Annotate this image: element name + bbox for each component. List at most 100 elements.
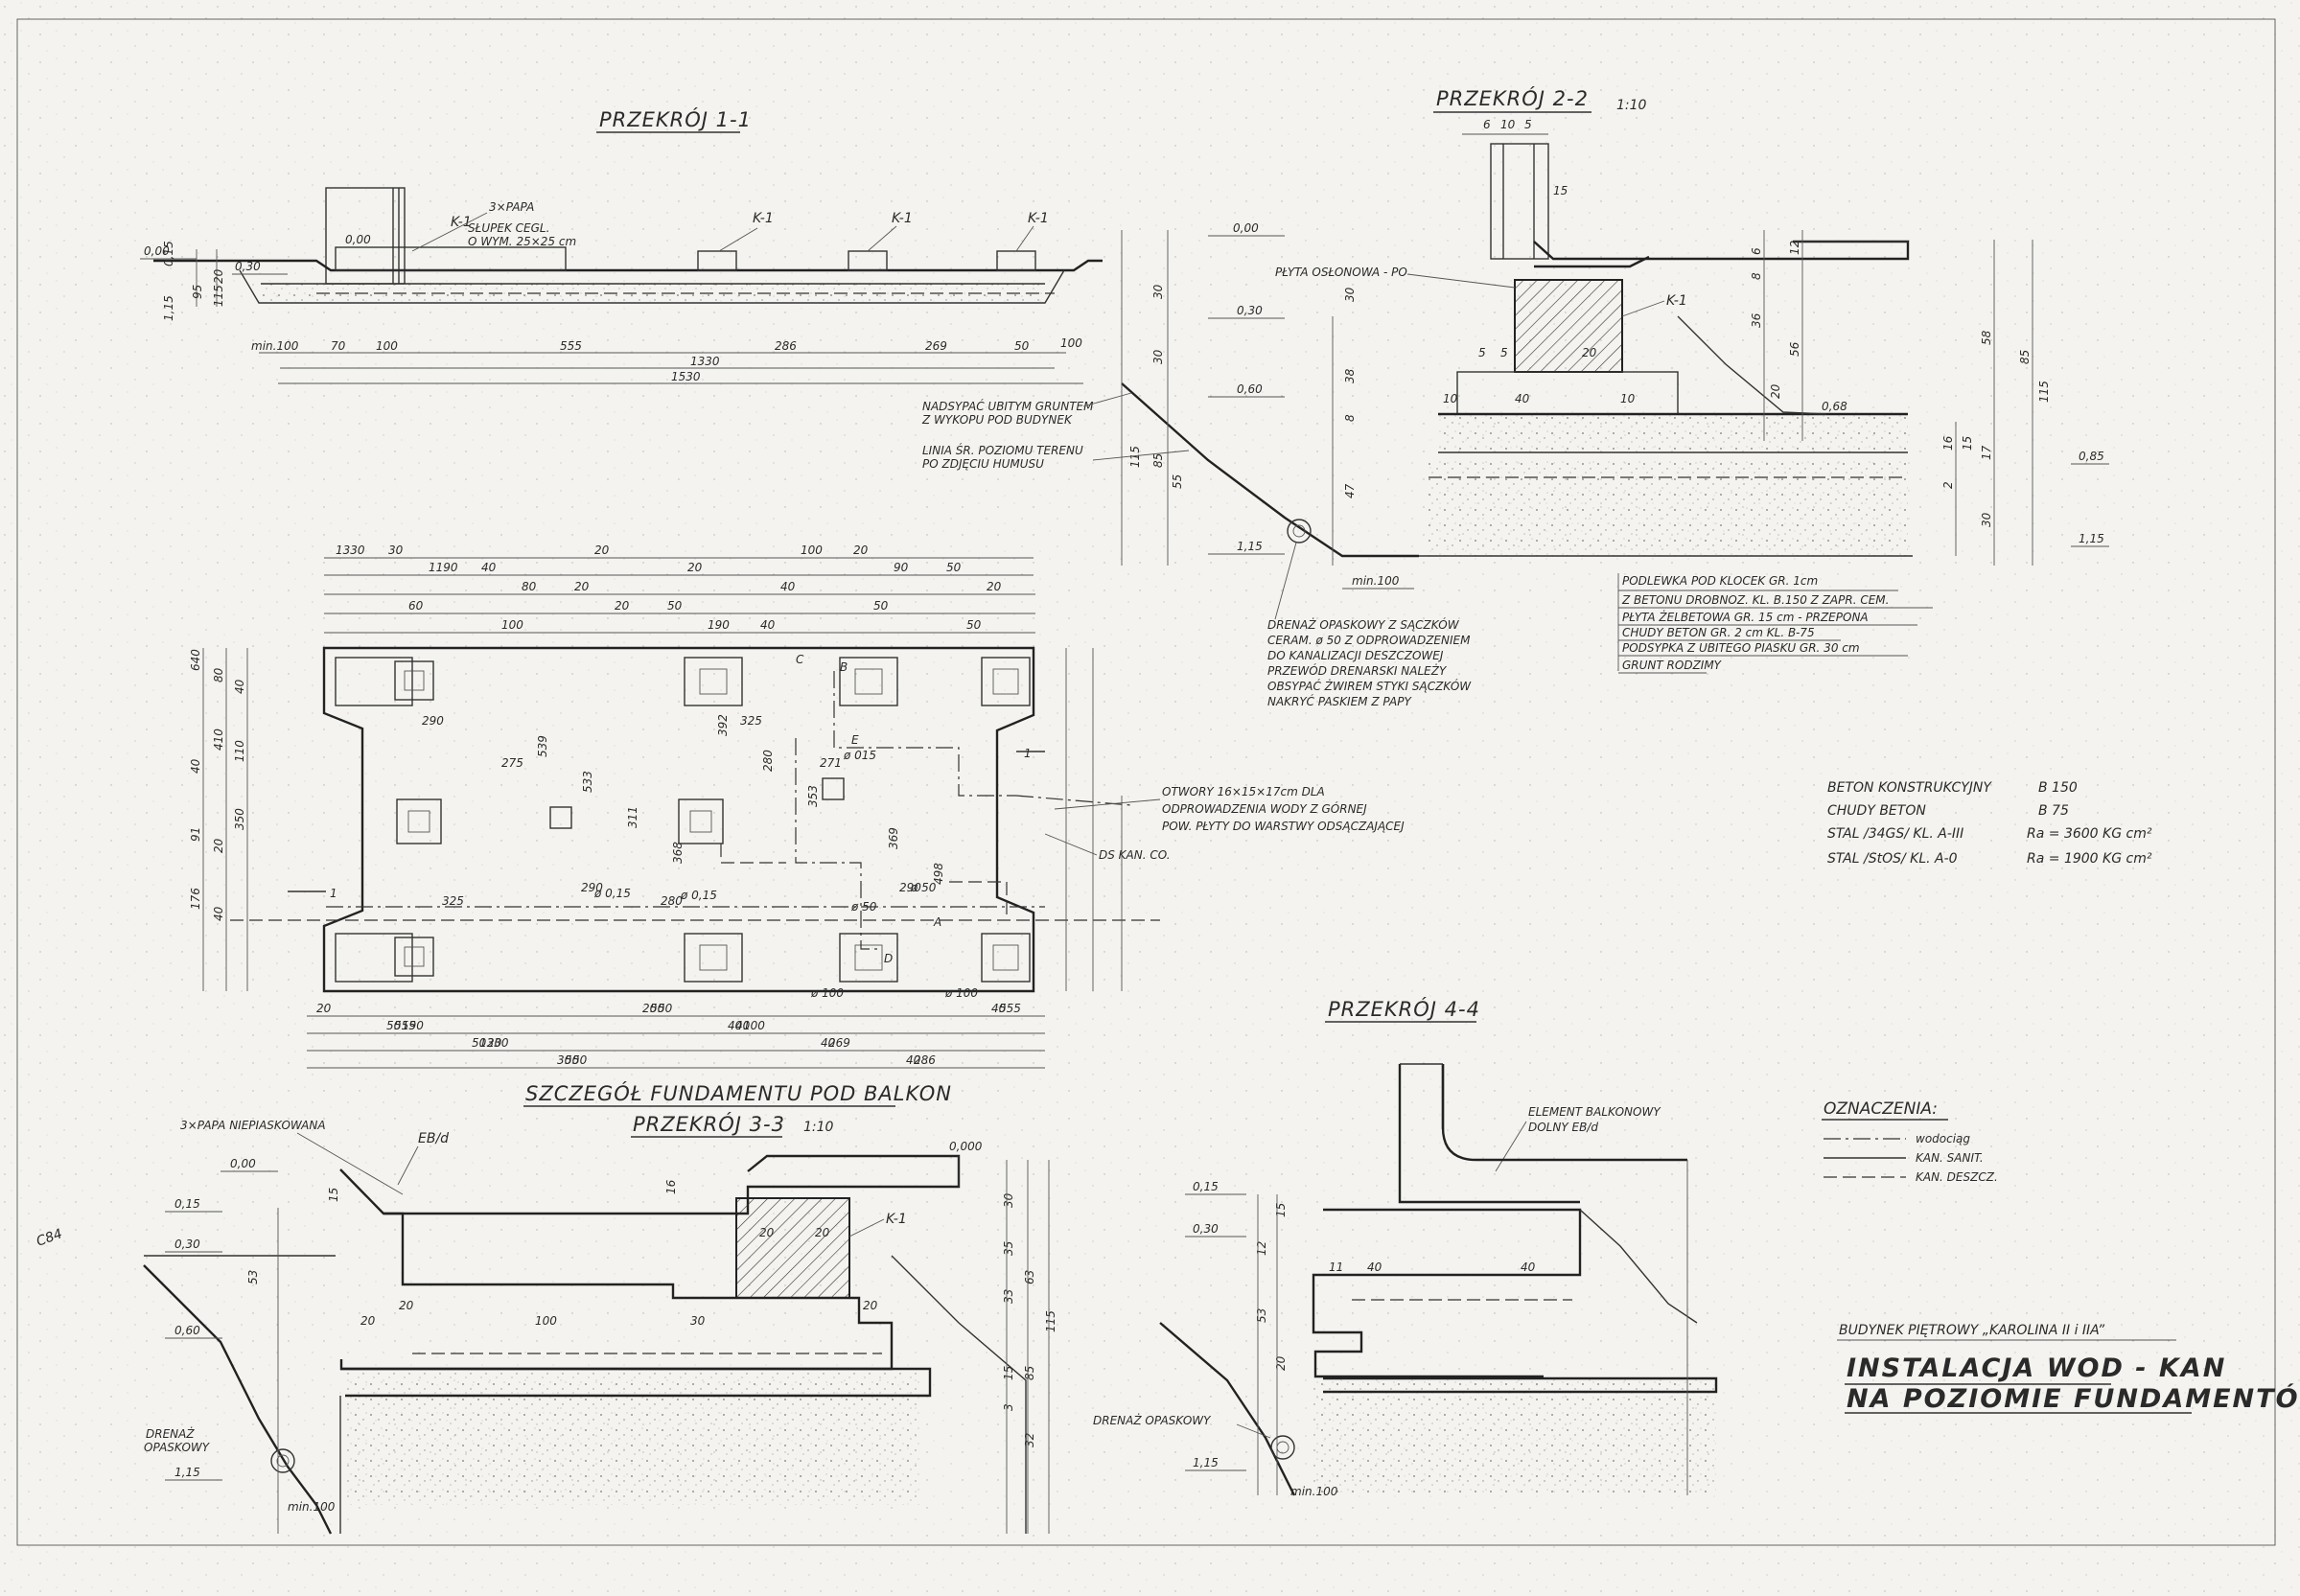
plan-label-6: E — [851, 733, 859, 747]
plan-title: SZCZEGÓŁ FUNDAMENTU POD BALKON — [525, 1081, 952, 1105]
plan-dim-in-3: 280 — [661, 894, 683, 908]
s22-v-18: 2 — [1941, 481, 1955, 489]
plan-dim-top-7: 20 — [987, 580, 1002, 593]
plan-dim-in-7: 325 — [442, 894, 464, 908]
plan-dim-in-4: 325 — [740, 714, 762, 728]
section-3-3: PRZEKRÓJ 3-3 1:10 3×PAPA NIEPIASKOWANA E… — [143, 1112, 1057, 1535]
s11-k1-a: K-1 — [451, 215, 472, 230]
legend-item-0: wodociąg — [1916, 1132, 1970, 1145]
s11-level-0: 0,00 — [144, 244, 170, 258]
s22-v-9: 36 — [1750, 312, 1763, 328]
s11-dim-5: 269 — [925, 339, 947, 353]
s11-vdim-2: 115 — [212, 285, 225, 307]
s33-dim-12: 33 — [1002, 1289, 1015, 1304]
s33-dim-3: 20 — [759, 1226, 775, 1239]
s44-dim-4: 53 — [1255, 1308, 1268, 1323]
plan-dim-v-0: 640 — [189, 649, 202, 671]
s44-dim-1: 40 — [1367, 1261, 1382, 1274]
section-4-4: PRZEKRÓJ 4-4 ELEMENT BALKONOWY DOLNY EB/… — [1093, 997, 1718, 1498]
plan-dim-bottom-3: 50 — [572, 1053, 588, 1067]
s22-v-16: 17 — [1980, 445, 1993, 460]
plan-dim-bottom-10: 1330 — [479, 1036, 509, 1050]
s22-v-1: 30 — [1151, 349, 1165, 364]
section-1-1-title: PRZEKRÓJ 1-1 — [599, 107, 752, 131]
section-2-2: PRZEKRÓJ 2-2 1:10 6 10 5 15 K-1 PŁYTA — [1121, 86, 2109, 590]
legend: OZNACZENIA: wodociąg KAN. SANIT. KAN. DE… — [1822, 1099, 1998, 1184]
plan-dim-bottom-14: 40 — [821, 1036, 836, 1050]
plan-dim-bottom-6: 269 — [828, 1036, 850, 1050]
s44-dim-6: 12 — [1255, 1241, 1268, 1256]
plan-dim-in-13: 368 — [671, 842, 685, 864]
plan-dim-in-11: 533 — [581, 771, 594, 793]
plan-dim-v-6: 91 — [189, 827, 202, 842]
s44-element-1: ELEMENT BALKONOWY — [1528, 1105, 1661, 1119]
material-1-name: CHUDY BETON — [1827, 803, 1926, 819]
material-1-value: B 75 — [2038, 803, 2069, 819]
s22-v-6: 8 — [1343, 414, 1357, 422]
plan-dim-top-5: 100 — [801, 544, 823, 557]
s33-eb: EB/d — [418, 1131, 449, 1146]
s11-k1-d: K-1 — [1028, 211, 1049, 226]
s22-v-15: 16 — [1941, 435, 1955, 451]
material-2-value: Ra = 3600 KG cm² — [2027, 826, 2152, 842]
title-block: BUDYNEK PIĘTROWY „KAROLINA II i IIA” INS… — [1837, 1323, 2300, 1414]
plan-label-11: ø 0,15 — [593, 887, 631, 900]
s11-dim-1: 70 — [331, 339, 346, 353]
plan-dim-bottom-4: 50 — [658, 1002, 673, 1015]
note-kan: DS KAN. CO. — [1099, 848, 1171, 862]
plan-dim-bottom-0: 20 — [316, 1002, 332, 1015]
plan-label-4: C — [796, 653, 804, 666]
foundation-plan-labels: 1330119080201901009020601002020405050304… — [189, 544, 1032, 1067]
s22-level-5: 0,85 — [2079, 450, 2104, 463]
s33-dim-19: 3 — [1002, 1403, 1015, 1411]
s33-dim-16: 85 — [1023, 1366, 1036, 1380]
s33-level-1: 0,15 — [174, 1197, 200, 1211]
s11-level-2: 0,30 — [235, 260, 261, 273]
plan-label-1: 1 — [1024, 747, 1032, 760]
note-warstwy-1: PODLEWKA POD KLOCEK GR. 1cm — [1622, 574, 1818, 588]
s22-v-14: 8 — [1750, 272, 1763, 280]
plan-dim-top-9: 100 — [501, 618, 523, 632]
s22-v-22: 115 — [2037, 381, 2051, 403]
s22-v-10: 56 — [1788, 341, 1801, 357]
s44-drenaz: DRENAŻ OPASKOWY — [1093, 1413, 1212, 1427]
legend-title: OZNACZENIA: — [1824, 1099, 1938, 1119]
materials-table: BETON KONSTRUKCYJNY B 150 CHUDY BETON B … — [1827, 780, 2152, 867]
s33-level-3: 0,60 — [174, 1324, 200, 1337]
s22-h-2: 10 — [1620, 392, 1636, 405]
s44-dim-3: min.100 — [1290, 1485, 1338, 1498]
plan-dim-v-2: 350 — [233, 808, 246, 830]
plan-dim-top-8: 60 — [408, 599, 424, 613]
s44-dim-7: 20 — [1274, 1355, 1288, 1371]
plan-dim-in-16: 353 — [806, 785, 820, 807]
note-drenaz-5: OBSYPAĆ ŻWIREM STYKI SĄCZKÓW — [1267, 679, 1472, 693]
plan-label-8: ø 0,15 — [680, 889, 717, 902]
plan-dim-in-9: 498 — [932, 863, 945, 885]
s22-v-19: 30 — [1980, 512, 1993, 527]
foundation-plan — [202, 557, 1160, 1069]
s22-h-0: 10 — [1443, 392, 1458, 405]
s44-level-2: 1,15 — [1193, 1456, 1219, 1469]
s11-slupek-1: SŁUPEK CEGL. — [468, 221, 549, 235]
section-2-2-scale: 1:10 — [1616, 98, 1647, 113]
plan-dim-v-3: 176 — [189, 888, 202, 910]
notes-2-2: NADSYPAĆ UBITYM GRUNTEM Z WYKOPU POD BUD… — [921, 392, 1933, 708]
plan-dim-top-16: 40 — [481, 561, 497, 574]
plan-dim-top-11: 20 — [687, 561, 703, 574]
s22-k1: K-1 — [1666, 293, 1687, 309]
s22-v-11: 20 — [1769, 383, 1782, 399]
section-4-4-title: PRZEKRÓJ 4-4 — [1328, 997, 1480, 1021]
s22-v-20: 58 — [1980, 330, 1993, 345]
s22-v-13: 12 — [1788, 241, 1801, 255]
plan-dim-top-6: 90 — [894, 561, 909, 574]
material-2-name: STAL /34GS/ KL. A-III — [1827, 826, 1963, 842]
s22-dim-top-15: 15 — [1553, 184, 1568, 197]
s22-v-0: 30 — [1151, 284, 1165, 299]
note-drenaz-3: DO KANALIZACJI DESZCZOWEJ — [1267, 649, 1444, 662]
s33-papa: 3×PAPA NIEPIASKOWANA — [180, 1119, 326, 1132]
plan-dim-in-8: 369 — [887, 827, 900, 849]
plan-dim-top-17: 20 — [574, 580, 590, 593]
note-linia-1: LINIA ŚR. POZIOMU TERENU — [922, 443, 1083, 457]
s44-level-0: 0,15 — [1193, 1180, 1219, 1193]
